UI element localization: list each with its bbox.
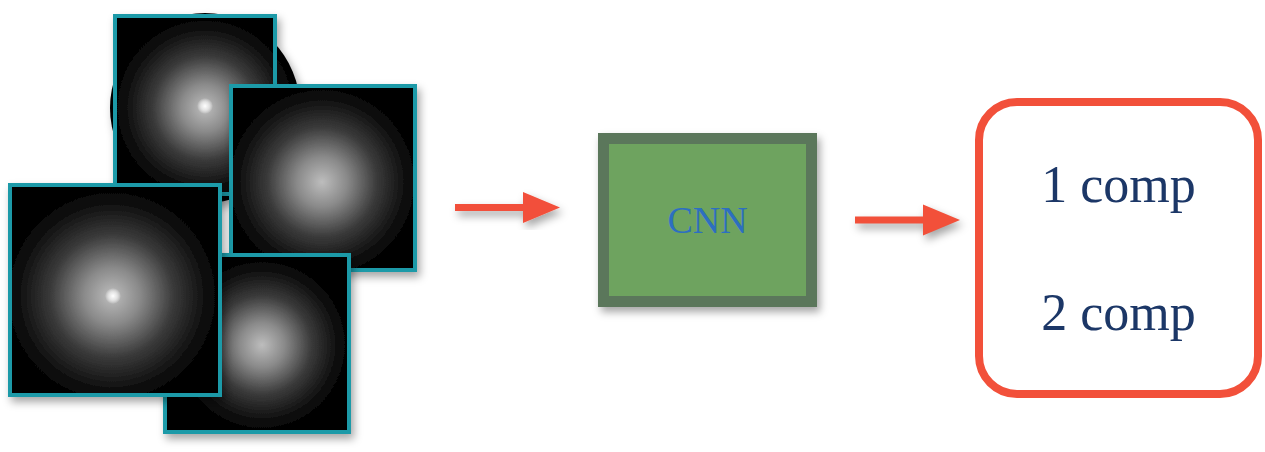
class-label: 2 comp [1041,283,1196,342]
process-box: CNN [598,133,817,307]
galaxy-tile [222,82,422,282]
class-label: 1 comp [1041,155,1196,214]
output-box: 1 comp 2 comp [975,98,1262,398]
box-label: CNN [667,198,747,242]
input-arrow [455,192,560,223]
galaxy-tile [0,184,224,408]
arrow-connector [855,205,960,236]
